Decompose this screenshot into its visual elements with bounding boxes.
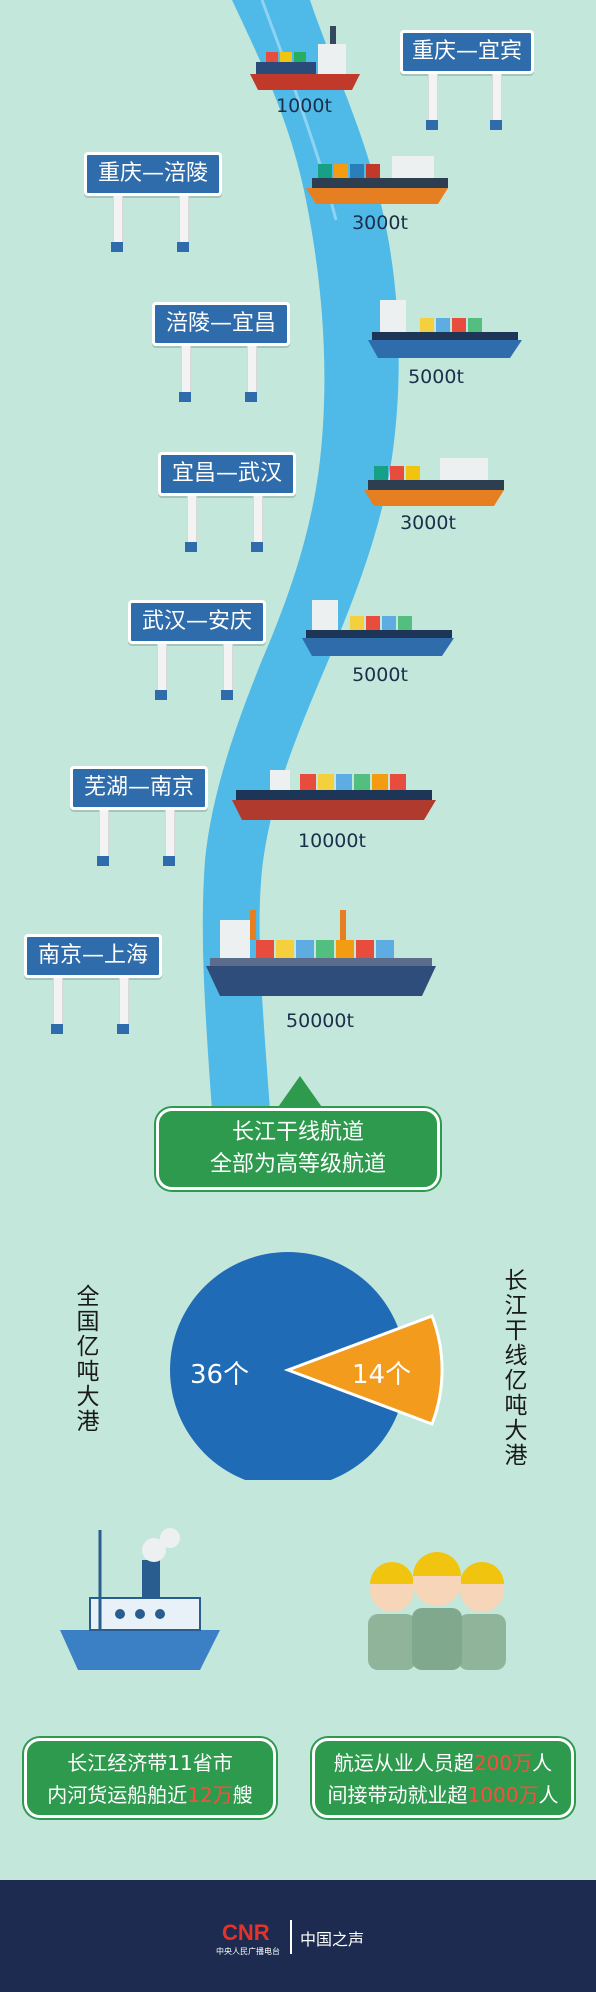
sign-post-base [251,542,263,552]
tonnage-label: 3000t [400,512,456,534]
pie-main-value: 36个 [190,1360,250,1390]
river-band [202,0,399,1110]
footer: CNR 中央人民广播电台 中国之声 [0,1880,596,1992]
channel-line-2: 全部为高等级航道 [209,1152,386,1177]
pointer-triangle [276,1076,324,1110]
ship-icon [232,770,436,820]
sign-post [99,810,109,856]
tonnage-label: 5000t [408,366,464,388]
tonnage-label: 50000t [286,1010,354,1032]
jobs-line-2-suffix: 人 [538,1783,559,1807]
sign-post-base [97,856,109,866]
sign-post [181,346,191,392]
pie-slice-value: 14个 [352,1360,412,1390]
ships-line-2-text: 内河货运船舶近 [47,1783,188,1807]
ships-highlight: 12万 [187,1783,233,1807]
sign-post [492,74,502,120]
sign-post-base [117,1024,129,1034]
jobs-line-2-text: 间接带动就业超 [327,1783,468,1807]
ships-line-2: 内河货运船舶近12万艘 [27,1779,273,1811]
ship-icon [250,26,360,90]
sign-post [428,74,438,120]
tonnage-label: 5000t [352,664,408,686]
pie-highlight-slice [283,1314,444,1426]
route-sign: 武汉—安庆 [128,600,266,644]
pie-left-caption: 全国亿吨大港 [72,1284,98,1434]
route-sign: 重庆—宜宾 [400,30,534,74]
channel-info-box: 长江干线航道 全部为高等级航道 [156,1108,440,1190]
sign-post-base [155,690,167,700]
sign-post-base [426,120,438,130]
pie-main-slice [170,1252,406,1480]
sign-post-base [51,1024,63,1034]
sign-post-base [111,242,123,252]
cnr-logo: CNR [222,1920,270,1945]
jobs-highlight-2: 1000万 [467,1783,539,1807]
channel-line-1: 长江干线航道 [231,1120,364,1145]
sign-post [179,196,189,242]
sign-post [53,978,63,1024]
ship-icon [368,300,522,358]
ships-stat-box: 长江经济带11省市 内河货运船舶近12万艘 [24,1738,276,1818]
sign-post [119,978,129,1024]
tonnage-label: 3000t [352,212,408,234]
sign-post-base [177,242,189,252]
river-ship-illustration [60,1528,220,1670]
channel-name: 中国之声 [300,1930,365,1949]
cnr-logo-sub: 中央人民广播电台 [216,1947,280,1956]
route-sign: 重庆—涪陵 [84,152,222,196]
sign-post-base [179,392,191,402]
sign-post [187,496,197,542]
tonnage-label: 1000t [276,95,332,117]
sign-post [223,644,233,690]
jobs-line-1: 航运从业人员超200万人 [315,1747,571,1779]
sign-post [113,196,123,242]
tonnage-label: 10000t [298,830,366,852]
workers-illustration [368,1552,506,1670]
sign-post-base [221,690,233,700]
ship-icon [302,600,454,656]
ship-icon [206,910,436,996]
pie-right-caption: 长江干线亿吨大港 [500,1268,526,1468]
ship-icon [306,156,448,204]
sign-post [157,644,167,690]
sign-post [165,810,175,856]
jobs-stat-box: 航运从业人员超200万人 间接带动就业超1000万人 [312,1738,574,1818]
sign-post [253,496,263,542]
jobs-highlight-1: 200万 [473,1751,533,1775]
jobs-line-1-text: 航运从业人员超 [333,1751,474,1775]
sign-post-base [163,856,175,866]
ships-line-1: 长江经济带11省市 [67,1751,233,1775]
sign-post-base [245,392,257,402]
cargo-ships [206,26,522,996]
footer-divider [290,1920,292,1954]
jobs-line-1-suffix: 人 [532,1751,553,1775]
route-sign: 涪陵—宜昌 [152,302,290,346]
route-sign: 南京—上海 [24,934,162,978]
sign-post-base [490,120,502,130]
route-sign: 芜湖—南京 [70,766,208,810]
ship-icon [364,458,504,506]
jobs-line-2: 间接带动就业超1000万人 [315,1779,571,1811]
ports-pie-chart [170,1252,444,1480]
ships-line-2-suffix: 艘 [232,1783,253,1807]
route-sign: 宜昌—武汉 [158,452,296,496]
sign-post-base [185,542,197,552]
sign-post [247,346,257,392]
